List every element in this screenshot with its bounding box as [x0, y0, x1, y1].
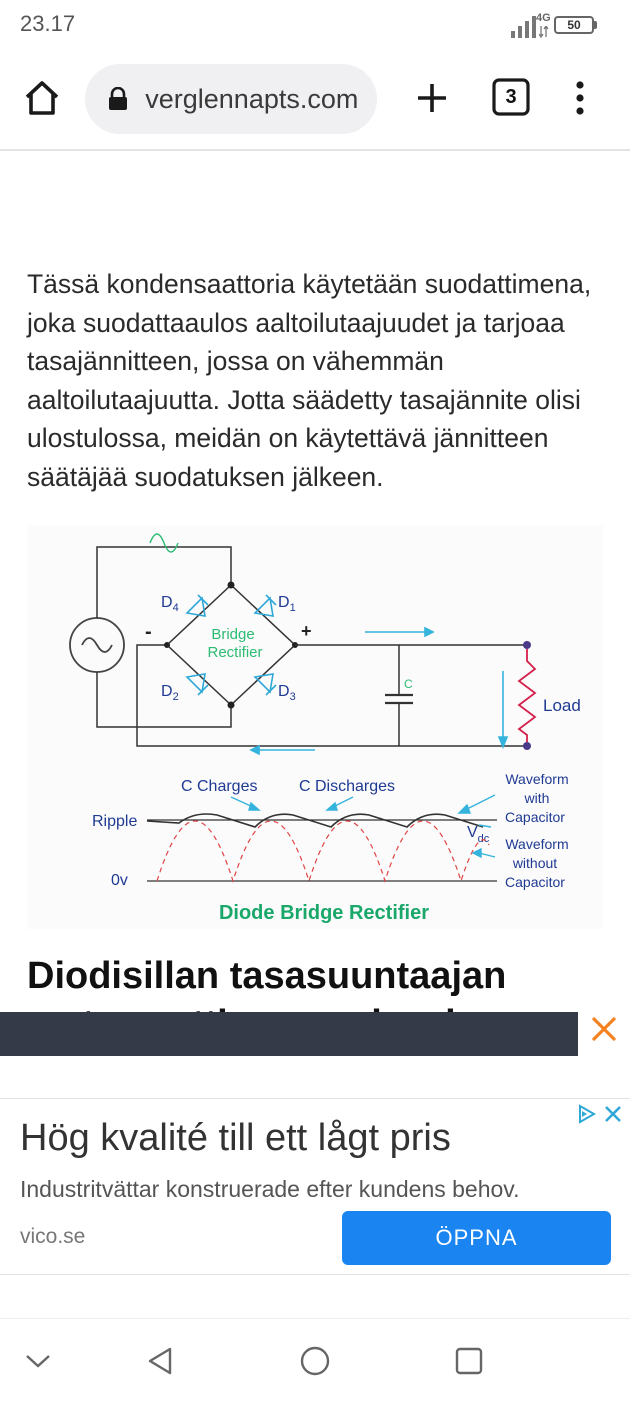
ac-wave-symbol	[81, 637, 113, 653]
status-indicators: 4G 50	[510, 12, 610, 42]
ad-domain: vico.se	[20, 1225, 86, 1248]
annotation-arrows	[230, 794, 496, 859]
lock-icon	[109, 87, 127, 110]
ad-subtext: Industritvättar konstruerade efter kunde…	[20, 1176, 520, 1202]
input-sine	[149, 533, 179, 553]
label-d4: D4	[161, 594, 179, 614]
adchoices-icon[interactable]	[574, 1103, 626, 1125]
capacitor-plates	[385, 693, 413, 705]
status-time: 23.17	[20, 11, 76, 36]
current-arrows	[249, 626, 509, 756]
c-charges-label: C Charges	[181, 778, 257, 795]
diode-d4	[185, 594, 209, 617]
new-tab-button[interactable]	[410, 76, 454, 120]
plus-icon	[418, 84, 446, 112]
chevron-down-icon	[26, 1355, 50, 1368]
diode-d2	[185, 673, 209, 696]
vdc-label: Vdc	[467, 824, 490, 845]
url-text: verglennapts.com	[143, 84, 359, 114]
nav-hide-button[interactable]	[18, 1341, 58, 1381]
page-content: Tässä kondensaattoria käytetään suodatti…	[0, 150, 630, 1012]
home-circle-icon	[300, 1346, 330, 1376]
minus-label: -	[145, 621, 152, 643]
ad-headline[interactable]: Hög kvalité till ett lågt pris	[20, 1117, 451, 1159]
load-node-top	[523, 641, 531, 649]
ripple-wave	[146, 813, 484, 828]
label-d2: D2	[161, 683, 179, 703]
ad-overlay-bar	[0, 1012, 578, 1056]
diode-d1	[253, 594, 277, 617]
wire-source-bottom	[96, 672, 232, 728]
bridge-node-bottom	[227, 701, 235, 709]
ad-banner[interactable]: Hög kvalité till ett lågt pris Industrit…	[0, 1098, 630, 1275]
bridge-label: Bridge	[211, 626, 254, 643]
browser-toolbar: verglennapts.com 3	[0, 52, 630, 151]
section-heading: Diodisillan tasasuuntaajan matemaattinen…	[27, 955, 507, 1012]
tabs-square-icon	[492, 78, 530, 116]
recents-square-icon	[455, 1347, 483, 1375]
load-label: Load	[543, 696, 581, 715]
network-type: 4G	[536, 12, 551, 24]
zero-v-label: 0v	[111, 872, 128, 889]
label-d1: D1	[278, 594, 296, 614]
bridge-rectifier-diagram: D4 D1 D2 D3 Bridge Rectifier - + C Load …	[27, 525, 603, 929]
waveform-without-label-3: Capacitor	[505, 874, 565, 890]
overflow-menu-button[interactable]	[565, 76, 595, 120]
diode-d3	[253, 673, 277, 696]
battery-level: 50	[567, 18, 581, 32]
nav-back-button[interactable]	[140, 1341, 180, 1381]
rectified-wave-dashed	[156, 820, 490, 883]
address-bar[interactable]: verglennapts.com	[85, 64, 377, 134]
data-arrows-icon	[539, 26, 549, 38]
rectifier-label: Rectifier	[207, 644, 262, 661]
signal-bars-icon	[511, 16, 536, 38]
article-paragraph: Tässä kondensaattoria käytetään suodatti…	[27, 269, 592, 492]
label-d3: D3	[278, 683, 296, 703]
ad-close-button[interactable]	[578, 1002, 630, 1056]
back-triangle-icon	[148, 1347, 172, 1375]
battery-icon: 50	[554, 16, 594, 34]
waveform-with-label-1: Waveform	[505, 771, 568, 787]
ripple-label: Ripple	[92, 813, 137, 830]
nav-home-button[interactable]	[295, 1341, 335, 1381]
home-button[interactable]	[20, 76, 64, 120]
waveform-without-label-1: Waveform	[505, 836, 568, 852]
home-icon	[25, 81, 59, 115]
status-bar: 23.17 4G 50	[0, 0, 630, 52]
bridge-node-top	[227, 581, 235, 589]
bridge-node-left	[164, 642, 170, 648]
battery-tip	[594, 21, 597, 29]
wire-source-top	[96, 546, 232, 618]
close-icon	[591, 1016, 617, 1042]
nav-recents-button[interactable]	[449, 1341, 489, 1381]
more-vertical-icon	[576, 81, 584, 115]
ad-open-button[interactable]: ÖPPNA	[342, 1211, 611, 1265]
wire-negative	[136, 644, 315, 747]
diagram-title: Diode Bridge Rectifier	[219, 902, 429, 924]
waveform-without-label-2: without	[512, 855, 557, 871]
waveform-with-label-3: Capacitor	[505, 809, 565, 825]
load-resistor	[517, 649, 537, 742]
capacitor-label: C	[404, 677, 413, 691]
load-node-bottom	[523, 742, 531, 750]
tab-count: 3	[505, 86, 517, 108]
plus-label: +	[301, 621, 312, 641]
c-discharges-label: C Discharges	[299, 778, 395, 795]
system-navigation-bar	[0, 1318, 630, 1401]
tab-switcher-button[interactable]: 3	[491, 77, 531, 117]
waveform-with-label-2: with	[524, 790, 550, 806]
